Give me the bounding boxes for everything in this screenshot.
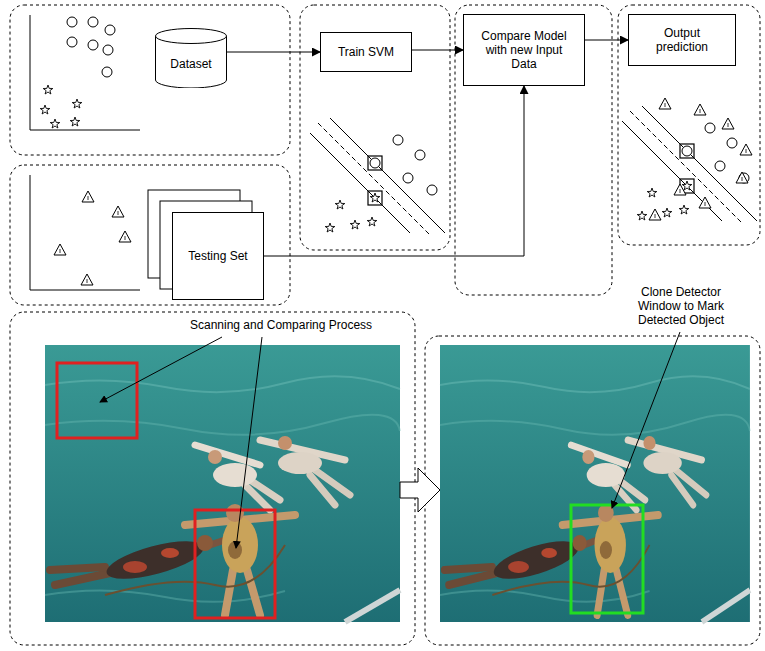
svg-use <box>67 17 77 27</box>
node-label: Train SVM <box>338 45 394 59</box>
svg-use <box>105 25 115 35</box>
process-box: Compare Model with new Input Data <box>463 14 585 86</box>
svg-use <box>694 104 706 115</box>
svg-use <box>112 206 124 217</box>
svg-rect <box>618 5 760 245</box>
annotation-label: Scanning and Comparing Process <box>190 318 372 332</box>
svg-rect <box>300 5 450 250</box>
svg-use <box>740 144 752 155</box>
svg-use <box>119 231 131 242</box>
svg-use <box>50 119 60 128</box>
svg-use <box>82 191 94 202</box>
svg-line <box>612 332 680 508</box>
svg-use <box>722 118 734 129</box>
flow-arrow <box>227 52 320 53</box>
flow-arrow <box>412 50 463 51</box>
svg-use <box>81 274 93 285</box>
svg-rect <box>571 505 643 613</box>
cylinder-top <box>156 29 227 44</box>
svg-rect <box>195 510 275 618</box>
node-text-group: Dataset <box>170 57 211 71</box>
svg-line <box>236 337 262 548</box>
node-text-group: Train SVM <box>338 45 394 59</box>
node-label: Dataset <box>170 57 211 71</box>
svg-use <box>40 105 50 114</box>
svg-use <box>43 85 53 94</box>
svg-use <box>622 106 757 223</box>
svg-rect <box>10 165 290 305</box>
database-cylinder: Dataset <box>155 28 227 88</box>
svg-use <box>649 209 661 220</box>
svg-use <box>88 40 98 50</box>
node-text-group: Output prediction <box>639 26 725 54</box>
dashed-region <box>10 5 760 645</box>
flow-arrow <box>585 40 628 41</box>
svg-use <box>659 98 671 109</box>
photo-scanning <box>45 345 400 622</box>
process-box: Output prediction <box>628 14 736 66</box>
flow-arrow <box>264 86 524 256</box>
photo-detected <box>440 345 750 622</box>
annotation-label: Clone Detector Window to Mark Detected O… <box>625 285 737 327</box>
document-box: Testing Set <box>172 212 264 300</box>
svg-use <box>72 99 82 108</box>
svg-path <box>30 175 140 290</box>
svg-use <box>310 118 445 235</box>
svg-line <box>100 337 222 402</box>
svg-use <box>45 345 400 622</box>
node-text-group: Compare Model with new Input Data <box>474 29 574 71</box>
svg-rect <box>425 336 760 645</box>
node-label: Compare Model with new Input Data <box>474 29 574 71</box>
leader-line <box>100 332 680 548</box>
svg-rect <box>57 363 137 438</box>
svg-use <box>699 197 711 208</box>
node-text-group: Testing Set <box>188 249 247 263</box>
svg-path <box>30 15 140 130</box>
svg-use <box>88 17 98 27</box>
svg-use <box>103 45 113 55</box>
svg-use <box>54 244 66 255</box>
svg-rect <box>10 312 415 645</box>
svg-use <box>440 345 750 622</box>
svg-rect <box>10 5 290 155</box>
node-label: Output prediction <box>639 26 725 54</box>
process-box: Train SVM <box>320 32 412 72</box>
hollow-arrow <box>400 468 440 512</box>
testing-scatter <box>30 175 140 290</box>
svg-use <box>70 117 80 126</box>
svm-plot <box>310 118 445 235</box>
svg-use <box>67 37 77 47</box>
node-label: Testing Set <box>188 249 247 263</box>
training-scatter <box>30 15 140 130</box>
svg-use <box>102 67 112 77</box>
svg-use <box>736 172 748 183</box>
prediction-plot <box>622 98 757 223</box>
svg-use <box>674 184 686 195</box>
svg-rect <box>455 5 612 295</box>
